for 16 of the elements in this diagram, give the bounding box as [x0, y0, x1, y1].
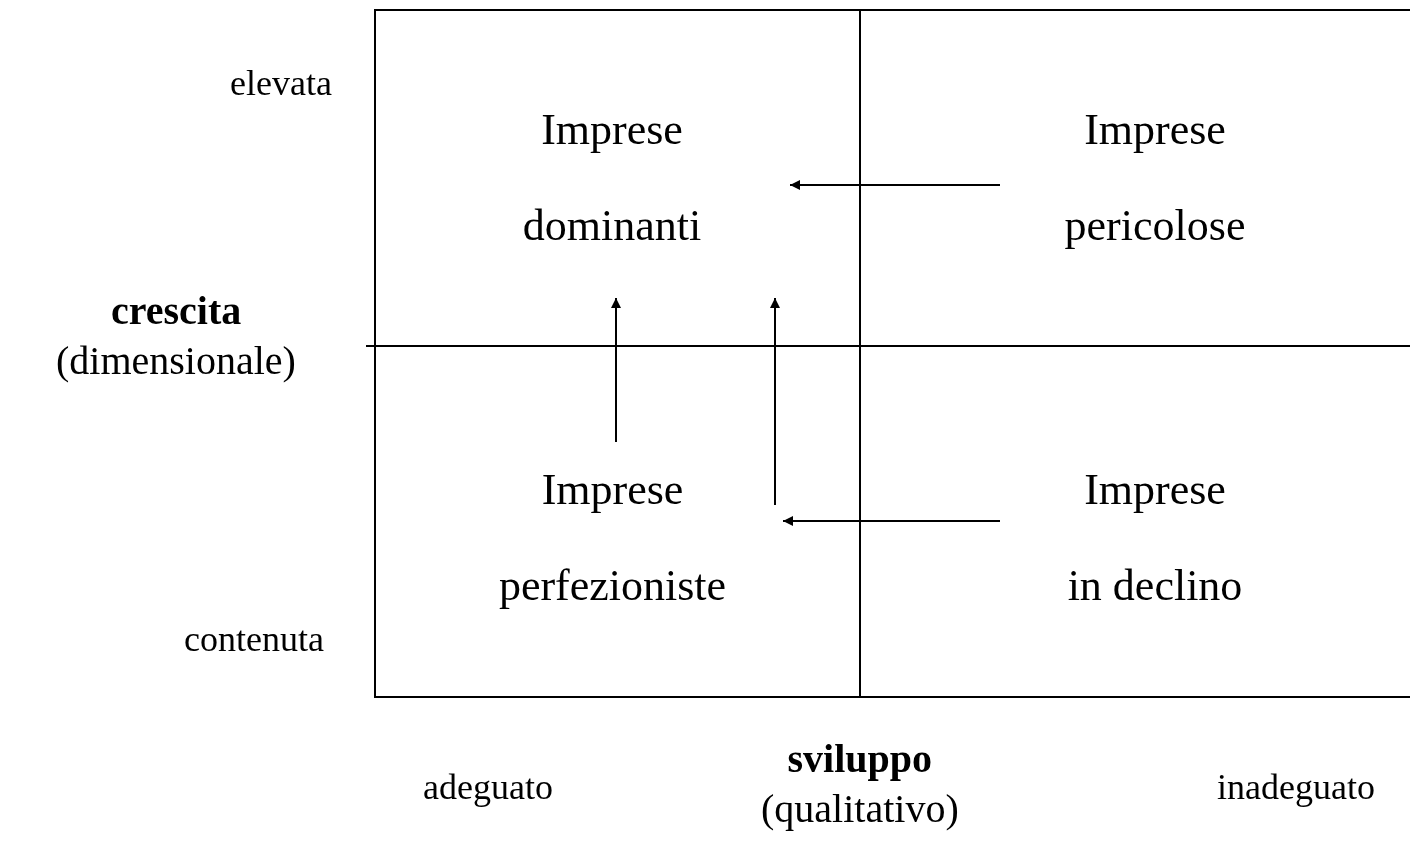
- axis-level-label: elevata: [230, 62, 332, 104]
- quadrant-label: Imprese perfezioniste: [440, 442, 785, 622]
- quadrant-label: Imprese pericolose: [1000, 82, 1310, 300]
- axis-title: sviluppo: [787, 738, 933, 780]
- arrow: [770, 297, 780, 506]
- arrow: [782, 516, 1001, 526]
- axis-subtitle: (dimensionale): [56, 340, 296, 382]
- axis-level-label: adeguato: [423, 766, 553, 808]
- quadrant-label: Imprese dominanti: [432, 82, 792, 300]
- arrow: [789, 180, 1001, 190]
- axis-title: crescita: [111, 290, 242, 332]
- arrow: [611, 297, 621, 443]
- axis-level-label: contenuta: [184, 618, 324, 660]
- axis-level-label: inadeguato: [1217, 766, 1375, 808]
- axis-subtitle: (qualitativo): [761, 788, 959, 830]
- quadrant-label: Imprese in declino: [1000, 442, 1310, 622]
